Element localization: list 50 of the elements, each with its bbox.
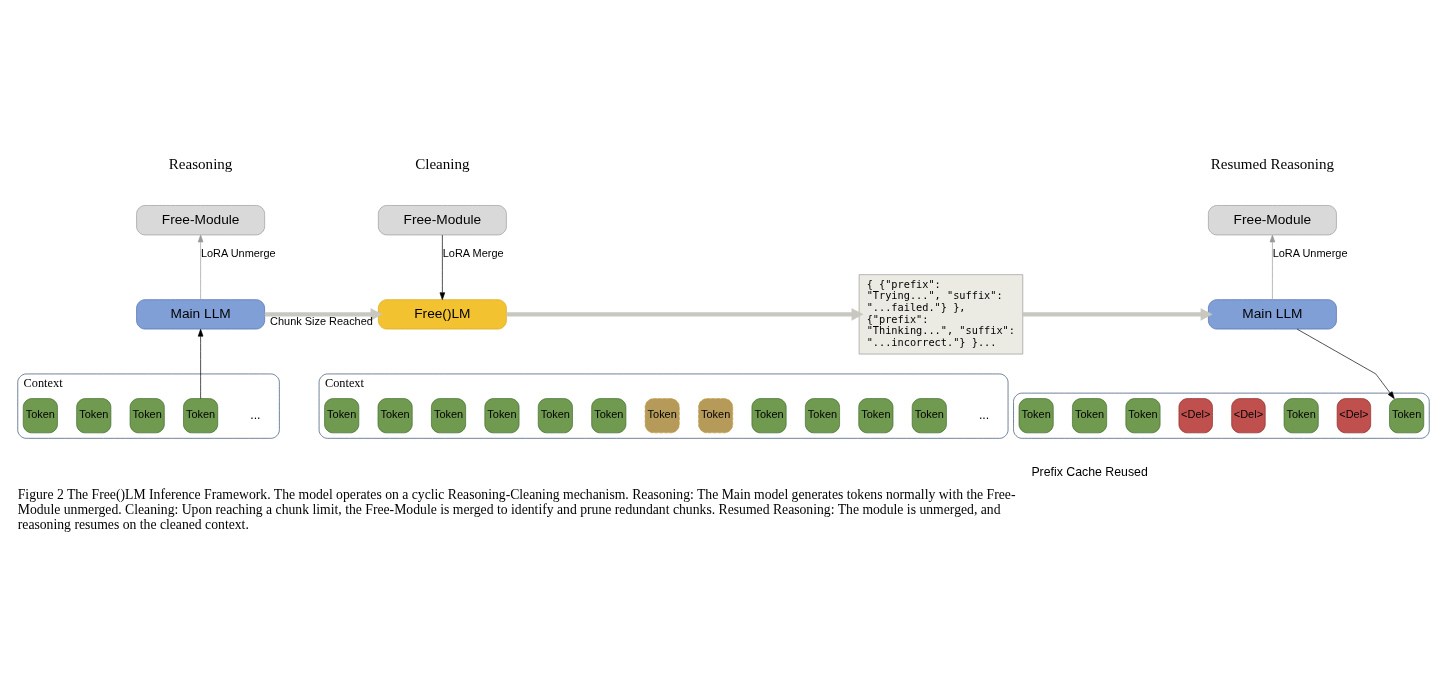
node-box: { {"prefix": "Trying...", "suffix": "...failed."} }, {"prefix": "Thinking...", "suffix": "...incorrect."} }... [858, 274, 1024, 355]
node-box: <Del> [1231, 398, 1266, 434]
arrow [1023, 308, 1213, 321]
label: Prefix Cache Reused [1031, 465, 1148, 480]
arrow [439, 234, 446, 300]
label: Reasoning [168, 155, 233, 172]
node-box: Token [644, 398, 680, 434]
arrow [506, 308, 864, 321]
edge-label: LoRA Unmerge [200, 247, 276, 260]
label: Resumed Reasoning [1210, 155, 1335, 172]
node-box: Token [1125, 398, 1161, 434]
edge-label: LoRA Unmerge [1272, 247, 1348, 260]
node-box: Token [76, 398, 112, 434]
node-box: Token [591, 398, 627, 434]
node-text: ... [978, 407, 990, 422]
edge-label: Chunk Size Reached [270, 315, 373, 328]
node-box: Token [377, 398, 413, 434]
node-box: Token [129, 398, 165, 434]
label: Cleaning [415, 155, 470, 172]
arrow [197, 329, 204, 399]
node-box: Free-Module [1208, 205, 1337, 236]
node-box: Free-Module [378, 205, 507, 236]
caption: Figure 2 The Free()LM Inference Framework. The model operates on a cyclic Reasoning-Cleaning mechanism. Reasoning: The Main model generates tokens normally with the Free-Module unmerged. Cleaning: Upon reaching a chunk limit, the Free-Module is merged to identify and prune redundant chunks. Resumed Reasoning: The module is unmerged, and reasoning resumes on the cleaned context. [17, 487, 1016, 533]
node-box: <Del> [1336, 398, 1372, 434]
node-box: Token [183, 398, 219, 434]
node-box: <Del> [1178, 398, 1213, 434]
node-box: Token [1283, 398, 1319, 434]
node-box: Main LLM [136, 299, 265, 330]
node-box: Token [698, 398, 734, 434]
node-text: ... [250, 407, 261, 422]
edge-label: LoRA Merge [442, 247, 504, 260]
node-box: Token [484, 398, 520, 434]
node-box: Token [431, 398, 466, 434]
node-box: Token [537, 398, 573, 434]
node-box: Token [1018, 398, 1054, 434]
arrow [197, 234, 204, 300]
arrow [1269, 234, 1276, 300]
node-box: Token [751, 398, 787, 434]
node-box: Token [858, 398, 894, 434]
arrow [264, 308, 383, 321]
node-box: Token [324, 398, 360, 434]
arrow [1296, 328, 1395, 399]
node-box: Main LLM [1208, 299, 1337, 330]
node-box: Token [805, 398, 840, 434]
node-box: Free-Module [136, 205, 265, 236]
node-box: Token [22, 398, 58, 434]
node-box: Token [1389, 398, 1425, 434]
node-box: Token [1072, 398, 1107, 434]
node-box: Token [911, 398, 947, 434]
node-box: Free()LM [378, 299, 507, 330]
